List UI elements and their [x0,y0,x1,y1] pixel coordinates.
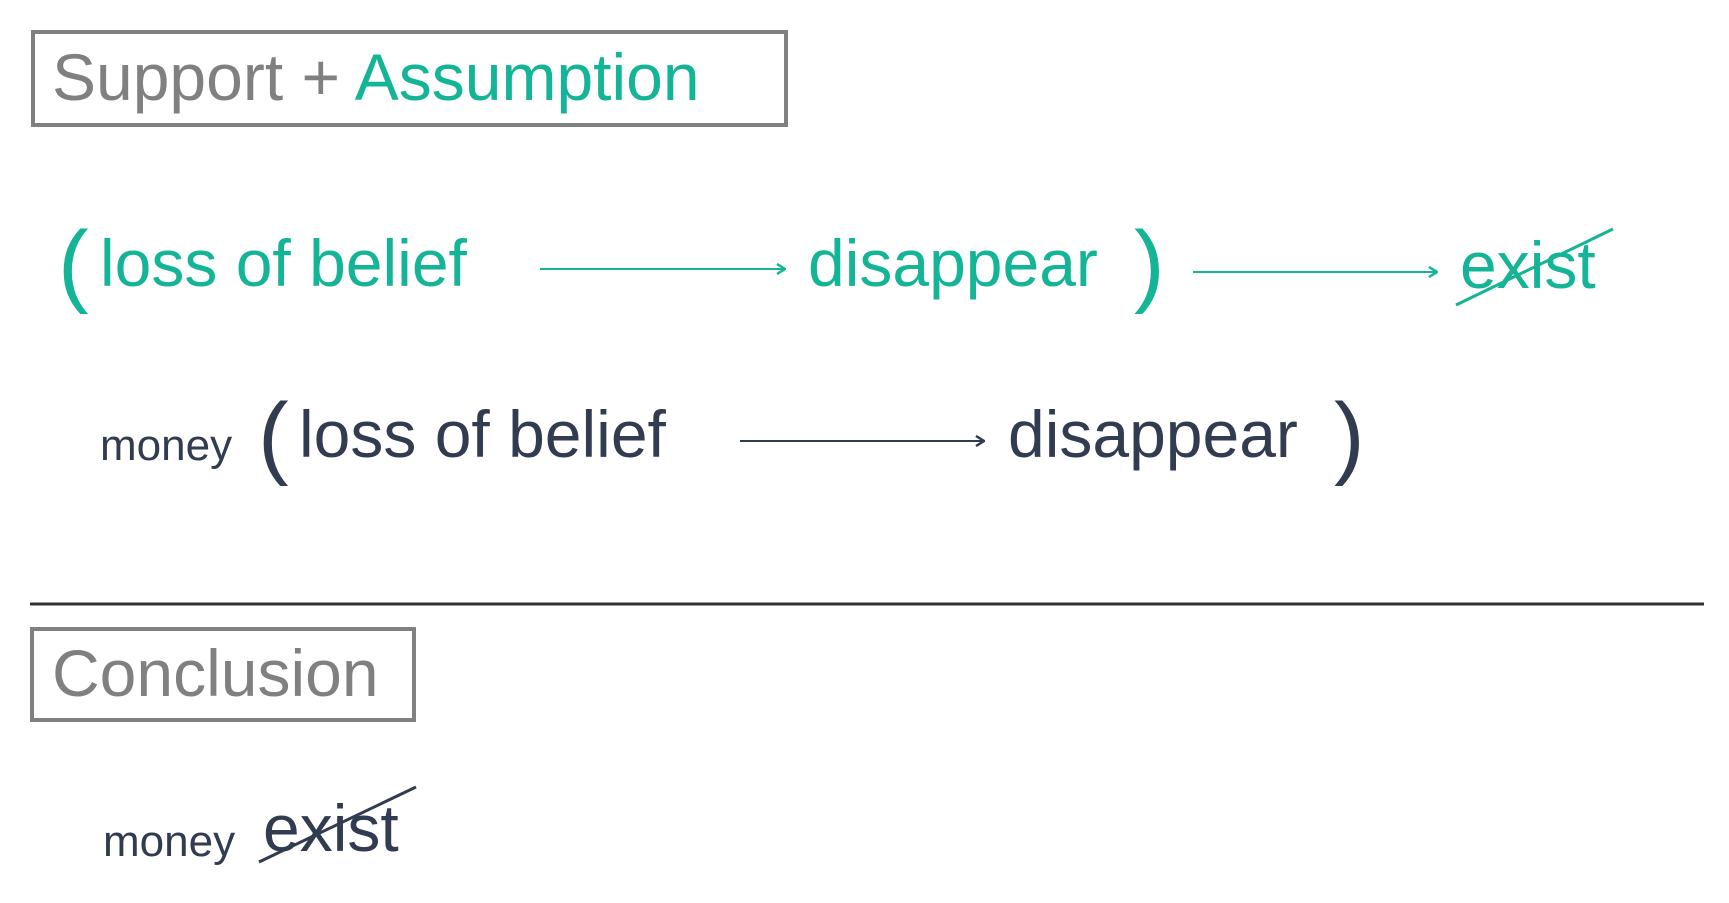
row1-result: disappear [808,230,1098,296]
row2-premise: loss of belief [299,397,666,471]
assumption-label: Assumption [354,40,700,114]
row2-subject: money [100,421,233,470]
support-assumption-box [31,30,788,127]
conclusion-title: Conclusion [52,636,379,710]
support-label: Support + [52,40,355,114]
conclusion-subject: money [103,817,236,866]
conclusion-box [30,627,416,722]
row2-close-paren: ) [1334,385,1365,487]
row1-premise: loss of belief [100,226,467,300]
row2-open-paren: ( [258,385,289,487]
row1-result-text: disappear [808,226,1098,300]
row2-result: disappear [1008,397,1298,471]
row1-exist-strikethrough [1455,227,1614,307]
support-assumption-title: Support + Assumption [52,44,700,110]
conclusion-exist-strikethrough [258,785,417,864]
row1-close-paren: ) [1134,213,1165,315]
row1-open-paren: ( [58,213,89,315]
row1-conclusion: exist [1460,228,1596,302]
